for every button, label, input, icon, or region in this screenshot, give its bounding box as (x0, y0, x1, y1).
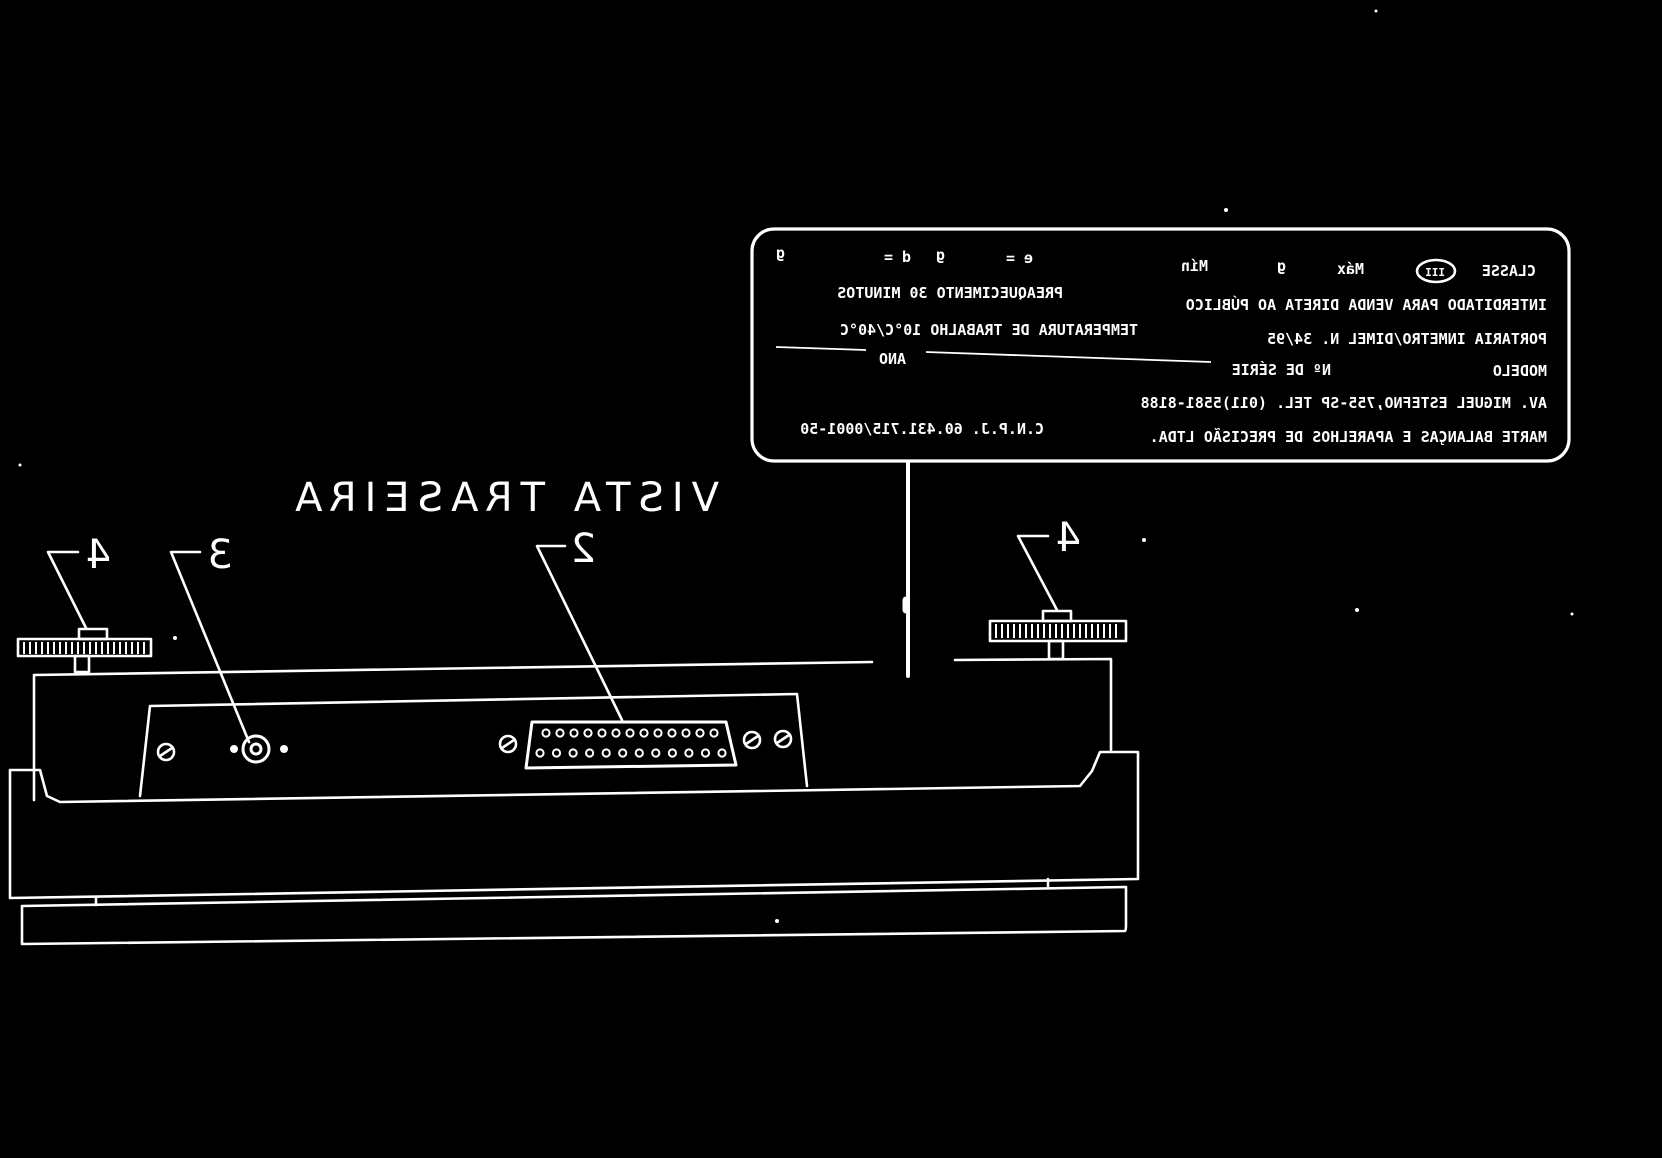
connector-pin (653, 728, 663, 738)
rear-panel-components (156, 720, 793, 770)
connector-screw-right (742, 730, 762, 750)
body-top-edge-left (32, 660, 874, 802)
scale-body (8, 657, 1140, 946)
connector-pins (535, 728, 727, 758)
callout-3: 3 (169, 532, 251, 744)
connector-pin (695, 728, 705, 738)
connector-pin (597, 728, 607, 738)
plate-ano: ANO (879, 350, 906, 368)
leveling-foot-left (16, 627, 153, 674)
callout-2: 2 (535, 526, 624, 722)
leveling-foot-right-knob (988, 619, 1128, 643)
callout-4-left-leader (46, 550, 88, 630)
connector-pin (535, 748, 545, 758)
plate-border (750, 227, 1571, 463)
view-title: VISTA TRASEIRA (287, 475, 719, 521)
leveling-foot-left-knurl (23, 642, 145, 654)
serial-blank-line (925, 351, 1212, 363)
callout-3-number: 3 (208, 532, 233, 578)
plate-classe: CLASSE (1482, 262, 1536, 280)
connector-pin (583, 728, 593, 738)
callout-3-leader (169, 550, 251, 744)
leveling-foot-right (988, 609, 1128, 661)
plate-max: Máx (1337, 260, 1364, 278)
connector-pin (569, 728, 579, 738)
plate-line6-right: C.N.P.J. 60.431.715/0001-50 (800, 420, 1044, 438)
plate-min: Mín (1181, 257, 1208, 275)
rear-panel-outline (138, 692, 809, 798)
connector-pin (651, 748, 661, 758)
identification-plate: CLASSE III Máx g Mín e = g d = g INTERDI… (750, 227, 1571, 463)
callout-2-leader (535, 544, 624, 722)
callout-2-number: 2 (571, 526, 596, 572)
leveling-foot-right-cap (1041, 609, 1073, 623)
body-base (8, 750, 1140, 900)
connector-pin (541, 728, 551, 738)
callout-4-right: 4 (1016, 515, 1081, 612)
plate-line2-left: INTERDITADO PARA VENDA DIRETA AO PÚBLICO (1186, 295, 1547, 314)
db25-serial-connector (498, 720, 762, 770)
connector-pin (684, 748, 694, 758)
connector-pin (717, 748, 727, 758)
plate-classe-mark: III (1425, 266, 1445, 279)
connector-pin (551, 748, 562, 758)
base-plate (20, 885, 1128, 946)
callout-4-left: 4 (46, 532, 111, 630)
connector-shell (524, 720, 738, 770)
plate-e-label: e = (1006, 249, 1033, 267)
plate-line3-right: TEMPERATURA DE TRABALHO 10°C/40°C (840, 321, 1138, 339)
connector-pin (667, 728, 677, 738)
plate-line2-right: PREAQUECIMENTO 30 MINUTOS (837, 284, 1063, 302)
plate-e-unit: g (936, 246, 945, 264)
callout-4-right-number: 4 (1056, 515, 1081, 561)
plate-line6-left: MARTE BALANÇAS E APARELHOS DE PRECISÃO L… (1150, 427, 1547, 446)
connector-pin (625, 728, 635, 738)
callout-4-left-number: 4 (86, 532, 111, 578)
connector-pin (681, 728, 691, 738)
connector-screw-left (498, 734, 518, 754)
connector-pin (601, 748, 611, 758)
plate-modelo: MODELO (1493, 362, 1547, 380)
scan-noise (18, 9, 1574, 923)
connector-pin (555, 728, 565, 738)
plate-serie: Nº DE SÉRIE (1232, 360, 1331, 379)
plate-line5: AV. MIGUEL ESTEFNO,755-SP TEL. (011)5581… (1141, 394, 1547, 412)
leveling-foot-right-stem (1047, 639, 1065, 661)
callout-4-right-leader (1016, 534, 1059, 612)
connector-pin (639, 728, 649, 738)
plate-d-unit: g (776, 244, 785, 262)
panel-screw-right (773, 729, 793, 749)
leveling-foot-right-knurl (995, 624, 1117, 638)
connector-pin (585, 748, 595, 758)
connector-pin (700, 748, 711, 758)
panel-screw-left (156, 742, 176, 762)
year-blank-line (775, 346, 867, 351)
plate-line3-left: PORTARIA INMETRO/DIMEL N. 34/95 (1267, 330, 1547, 348)
connector-pin (634, 748, 644, 758)
connector-pin (667, 748, 678, 758)
leveling-foot-left-cap (77, 627, 109, 641)
connector-pin (611, 728, 621, 738)
connector-pin (709, 728, 719, 738)
body-top-edge-right (953, 657, 1113, 752)
plate-d-label: d = (884, 248, 911, 266)
plate-max-unit: g (1277, 257, 1286, 275)
connector-pin (618, 748, 628, 758)
connector-pin (568, 748, 578, 758)
class-badge (1415, 258, 1457, 284)
power-jack (230, 734, 288, 764)
leveling-foot-left-stem (73, 654, 91, 674)
